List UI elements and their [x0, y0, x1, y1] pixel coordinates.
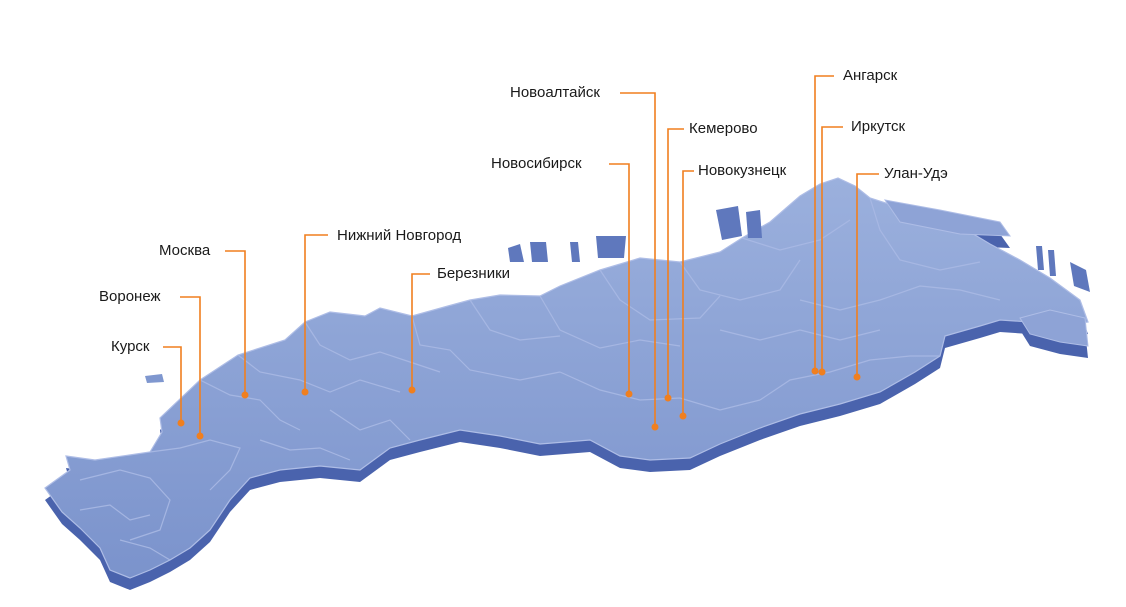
city-label-ulanude: Улан-Удэ: [884, 165, 948, 182]
city-dot-novosibirsk: [625, 390, 633, 398]
leader-line-irkutsk: [821, 126, 843, 372]
city-label-voronezh: Воронеж: [99, 288, 161, 305]
region-borders: [79, 197, 1001, 561]
city-dot-nizhny: [301, 388, 309, 396]
city-label-berezniki: Березники: [437, 265, 511, 282]
city-label-irkutsk: Иркутск: [851, 118, 906, 135]
leader-line-voronezh: [180, 296, 201, 436]
city-dot-novoaltaisk: [651, 423, 659, 431]
leader-line-novoaltaisk: [620, 92, 656, 427]
city-dot-voronezh: [196, 432, 204, 440]
city-dot-kursk: [177, 419, 185, 427]
leader-line-berezniki: [411, 273, 430, 390]
city-label-novosibirsk: Новосибирск: [491, 155, 582, 172]
city-label-novoaltaisk: Новоалтайск: [510, 84, 600, 101]
city-dot-irkutsk: [818, 368, 826, 376]
leader-line-angarsk: [814, 75, 834, 371]
city-dot-moskva: [241, 391, 249, 399]
leader-line-kemerovo: [667, 128, 684, 398]
city-markers: [177, 367, 861, 440]
city-label-novokuznetsk: Новокузнецк: [698, 162, 787, 179]
city-dot-novokuznetsk: [679, 412, 687, 420]
leader-line-novosibirsk: [609, 163, 630, 394]
city-dot-kemerovo: [664, 394, 672, 402]
leader-line-nizhny: [304, 234, 328, 392]
leader-line-kursk: [163, 346, 182, 423]
city-label-kemerovo: Кемерово: [689, 120, 758, 137]
city-label-moskva: Москва: [159, 242, 211, 259]
city-label-nizhny: Нижний Новгород: [337, 227, 462, 244]
city-label-kursk: Курск: [111, 338, 150, 355]
leader-lines: [163, 75, 879, 436]
city-dot-angarsk: [811, 367, 819, 375]
map-land: [44, 177, 1090, 579]
city-dot-berezniki: [408, 386, 416, 394]
leader-line-moskva: [225, 250, 246, 395]
city-label-angarsk: Ангарск: [843, 67, 898, 84]
city-dot-ulanude: [853, 373, 861, 381]
leader-line-novokuznetsk: [682, 170, 694, 416]
leader-line-ulanude: [856, 173, 879, 377]
